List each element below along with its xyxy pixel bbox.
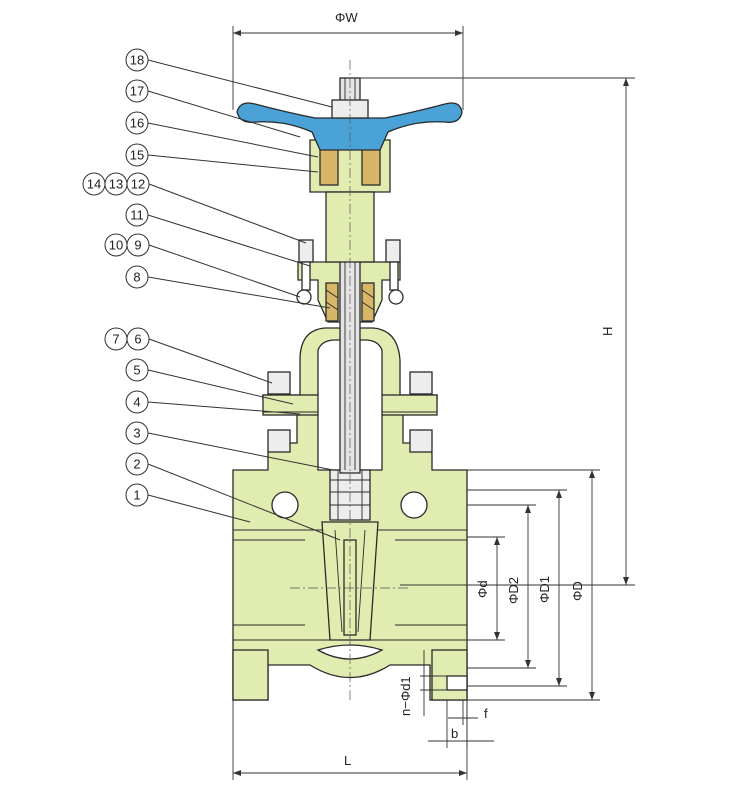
callout-circle-18 [125,48,149,72]
callout-circle-11 [125,203,149,227]
callout-circle-15 [125,143,149,167]
leader-line-5 [147,369,294,405]
callout-circle-4 [125,390,149,414]
callout-label-8: 8 [133,270,140,285]
dim-label-D2: ΦD2 [506,577,521,604]
callout-circle-10 [104,233,128,257]
dim-label-D1: ΦD1 [537,576,552,603]
callout-label-9: 9 [134,238,141,253]
callout-circle-2 [125,452,149,476]
dim-label-f: f [484,706,488,721]
callout-label-2: 2 [133,457,140,472]
callout-label-4: 4 [133,395,140,410]
callout-label-5: 5 [133,363,140,378]
leader-line-6 [148,338,273,384]
bonnet-bolts [267,371,433,453]
callout-circle-17 [125,79,149,103]
leader-line-11 [147,214,311,267]
callout-label-3: 3 [133,426,140,441]
callout-label-10: 10 [109,238,123,253]
leader-line-8 [147,276,331,309]
callout-label-6: 6 [134,332,141,347]
leader-line-15 [147,154,319,173]
dim-label-L: L [344,753,351,768]
callout-label-13: 13 [109,177,123,192]
dim-label-H: H [600,327,615,336]
leader-line-1 [147,494,251,523]
callout-circle-5 [125,358,149,382]
callout-circle-3 [125,421,149,445]
callout-circle-8 [125,265,149,289]
leader-line-9 [148,244,301,298]
callout-label-18: 18 [130,53,144,68]
dimension-lines: ΦW H Φd ΦD2 ΦD1 ΦD n−Φd1 [232,10,635,780]
leader-line-17 [147,90,301,138]
leader-line-3 [147,432,334,471]
dim-label-n-d1: n−Φd1 [398,676,413,716]
callout-circle-1 [125,483,149,507]
callout-label-11: 11 [130,208,144,223]
leader-line-12 [148,183,307,244]
callout-label-14: 14 [87,177,101,192]
dim-label-d: Φd [475,580,490,598]
callout-label-1: 1 [133,488,140,503]
callout-circle-7 [104,327,128,351]
callout-label-15: 15 [130,148,144,163]
dim-label-W: ΦW [335,10,358,25]
callout-circle-14 [82,172,106,196]
callout-circle-16 [125,111,149,135]
handwheel [236,99,463,151]
callout-label-16: 16 [130,116,144,131]
gland-bolts [296,239,404,305]
callout-label-17: 17 [130,84,144,99]
packing [325,282,375,322]
leader-line-16 [147,122,319,158]
callout-label-7: 7 [112,332,119,347]
dim-label-b: b [451,726,458,741]
leader-line-18 [147,59,333,108]
callout-label-12: 12 [131,177,145,192]
dim-label-D: ΦD [570,581,585,601]
leader-line-2 [147,463,341,541]
gate-wedge [321,521,379,641]
leader-line-4 [147,401,301,415]
